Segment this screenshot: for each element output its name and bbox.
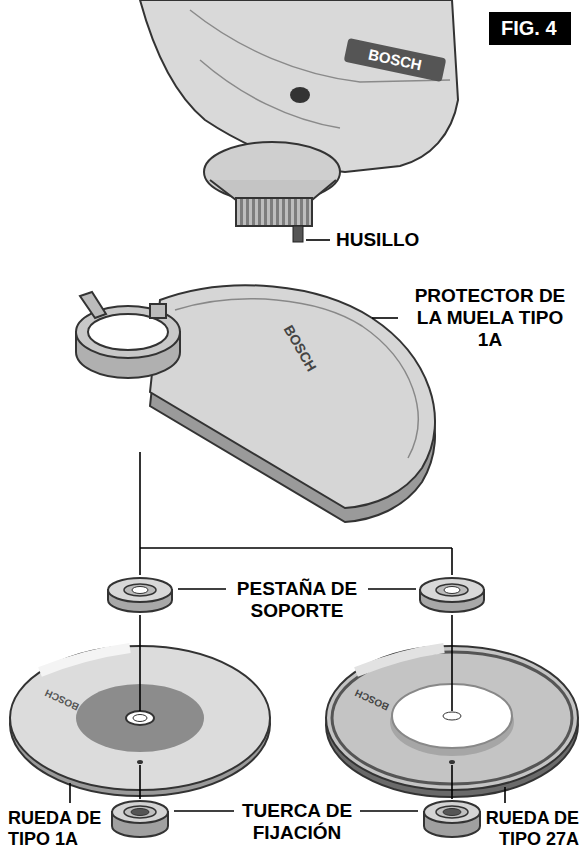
lock-nut-drawing-part — [131, 809, 149, 816]
leader-lines-part — [140, 547, 452, 549]
wheel-guard-drawing-part — [150, 285, 435, 508]
support-flange-drawing-part — [420, 578, 484, 602]
wheel-guard-drawing — [76, 285, 435, 522]
leader-lines-part — [139, 615, 141, 711]
lock-nut-drawing-part — [443, 809, 461, 816]
grinder-drawing-part — [204, 142, 340, 202]
wheel-type-1a-drawing-part — [133, 715, 147, 722]
support-flange-drawing-part — [124, 584, 156, 596]
leader-lines-part — [451, 615, 453, 711]
leader-lines-part — [504, 787, 506, 803]
wheel-type-27a-drawing-part — [449, 760, 455, 764]
wheel-type-27a-drawing-part — [443, 712, 461, 720]
leader-lines-part — [69, 783, 71, 803]
leader-lines-part — [451, 765, 453, 799]
grinder-drawing-part — [237, 199, 311, 225]
support-flange-drawing-part — [436, 584, 468, 596]
grinder-drawing-part — [344, 38, 447, 82]
lock-nut-drawing-part — [124, 806, 156, 818]
leader-lines-part — [139, 765, 141, 799]
leader-lines-part — [139, 452, 141, 575]
support-flange-drawing-part — [132, 587, 148, 594]
part-label: HUSILLO — [336, 229, 419, 251]
leader-lines-part — [451, 548, 453, 575]
leader-lines-part — [372, 317, 398, 319]
part-label: PESTAÑA DE SOPORTE — [227, 578, 367, 622]
support-flange-drawing-part — [108, 578, 172, 602]
grinder-drawing-part — [293, 226, 303, 242]
wheel-type-1a-drawing-part — [137, 760, 143, 764]
leader-lines-part — [174, 810, 234, 812]
wheel-type-27a-drawing-part — [356, 648, 444, 672]
grinder-drawing-part-part — [344, 38, 447, 82]
grinder-drawing-part — [290, 87, 310, 103]
wheel-guard-drawing-part — [80, 292, 106, 318]
wheel-guard-drawing-part — [175, 299, 418, 458]
part-label: TUERCA DE FIJACIÓN — [232, 800, 362, 844]
leader-lines-part — [178, 588, 226, 590]
lock-nut-drawing-part — [436, 806, 468, 818]
grinder-drawing — [140, 0, 458, 242]
wheel-type-1a-drawing-part — [126, 711, 154, 725]
part-label: PROTECTOR DE LA MUELA TIPO 1A — [404, 285, 576, 351]
grinder-drawing-part — [190, 10, 450, 82]
wheel-guard-drawing-part — [150, 304, 166, 318]
leader-lines-part — [368, 588, 416, 590]
support-flange-drawing-part — [444, 587, 460, 594]
figure-tag: FIG. 4 — [489, 12, 571, 45]
figure-number: FIG. 4 — [501, 17, 557, 40]
leader-lines-part — [360, 810, 418, 812]
grinder-drawing-part — [236, 198, 312, 226]
lock-nut-drawing-part — [112, 801, 168, 823]
grinder-drawing-part — [200, 60, 340, 128]
part-label: RUEDA DE TIPO 1A — [8, 808, 118, 849]
lock-nut-drawing-part — [424, 801, 480, 823]
leader-lines-part — [306, 239, 330, 241]
wheel-guard-drawing-part — [88, 314, 168, 350]
wheel-type-1a-drawing-part — [40, 648, 130, 672]
part-label: RUEDA DE TIPO 27A — [459, 808, 579, 849]
